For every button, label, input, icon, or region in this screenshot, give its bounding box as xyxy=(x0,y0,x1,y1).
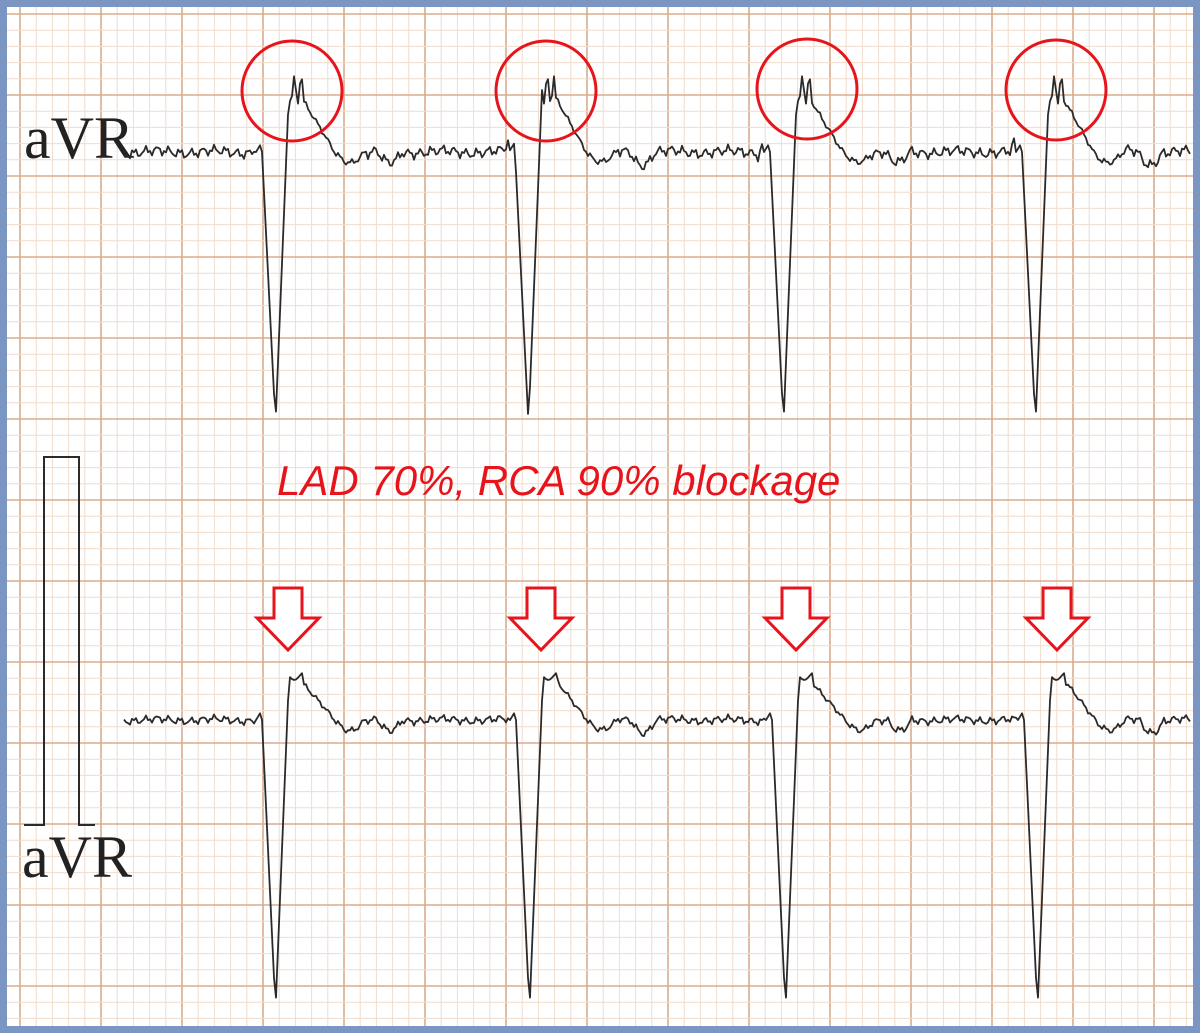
st-elevation-circle xyxy=(1004,38,1108,142)
top-lead-label: aVR xyxy=(24,105,134,171)
bottom-strip: aVR xyxy=(22,456,1191,999)
st-elevation-circle xyxy=(240,39,344,143)
st-elevation-circle xyxy=(755,37,859,141)
down-arrow-icon xyxy=(506,586,576,653)
blockage-annotation: LAD 70%, RCA 90% blockage xyxy=(277,457,840,504)
down-arrow-icon xyxy=(1022,586,1092,653)
top-strip: aVR xyxy=(24,37,1191,415)
st-elevation-circles xyxy=(240,37,1108,143)
calibration-pulse xyxy=(24,456,95,826)
st-elevation-circle xyxy=(494,39,598,143)
top-ecg-trace xyxy=(125,75,1191,415)
st-elevation-arrows xyxy=(253,586,1092,653)
bottom-ecg-trace xyxy=(123,672,1191,999)
down-arrow-icon xyxy=(761,586,831,653)
bottom-lead-label: aVR xyxy=(22,824,132,890)
down-arrow-icon xyxy=(253,586,323,653)
